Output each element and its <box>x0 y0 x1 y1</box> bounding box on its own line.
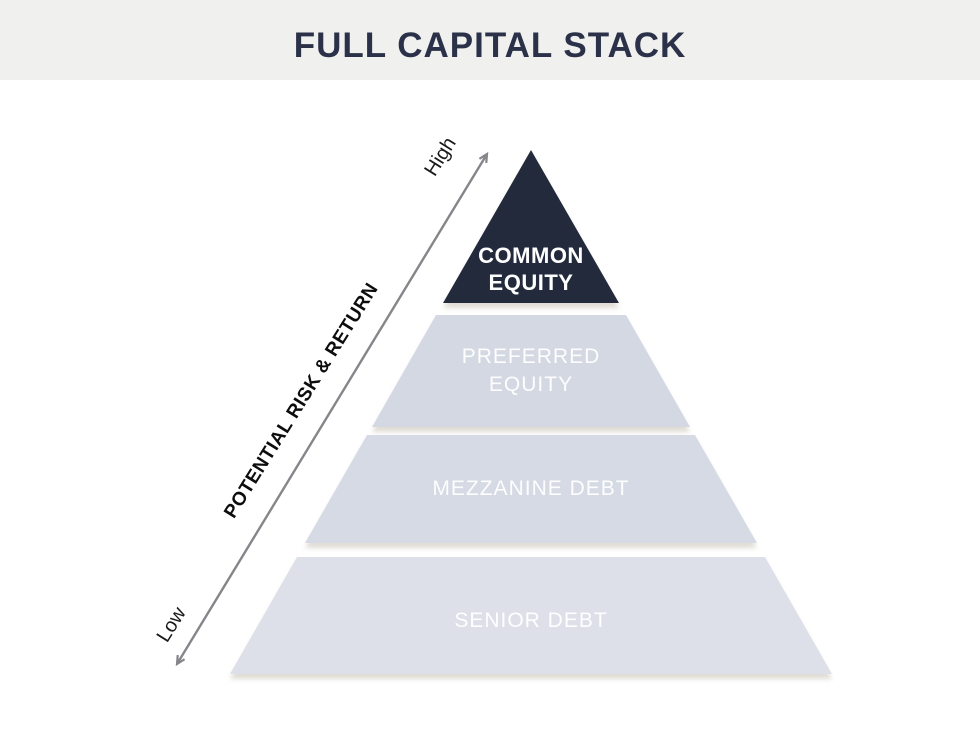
common-equity-label: COMMON EQUITY <box>478 242 584 296</box>
preferred-equity-line1: PREFERRED <box>461 345 601 368</box>
common-equity-line2: EQUITY <box>488 270 574 295</box>
senior-debt-label: SENIOR DEBT <box>454 607 607 635</box>
header-band: FULL CAPITAL STACK <box>0 0 980 80</box>
preferred-equity-label: PREFERRED EQUITY <box>462 343 601 399</box>
risk-return-axis-arrow <box>175 151 489 667</box>
mezzanine-debt-label: MEZZANINE DEBT <box>432 475 629 503</box>
preferred-equity-line2: EQUITY <box>488 373 574 396</box>
mezzanine-debt-line1: MEZZANINE DEBT <box>432 477 630 500</box>
senior-debt-line1: SENIOR DEBT <box>454 609 608 632</box>
page-title: FULL CAPITAL STACK <box>293 26 687 65</box>
common-equity-line1: COMMON <box>478 243 584 268</box>
